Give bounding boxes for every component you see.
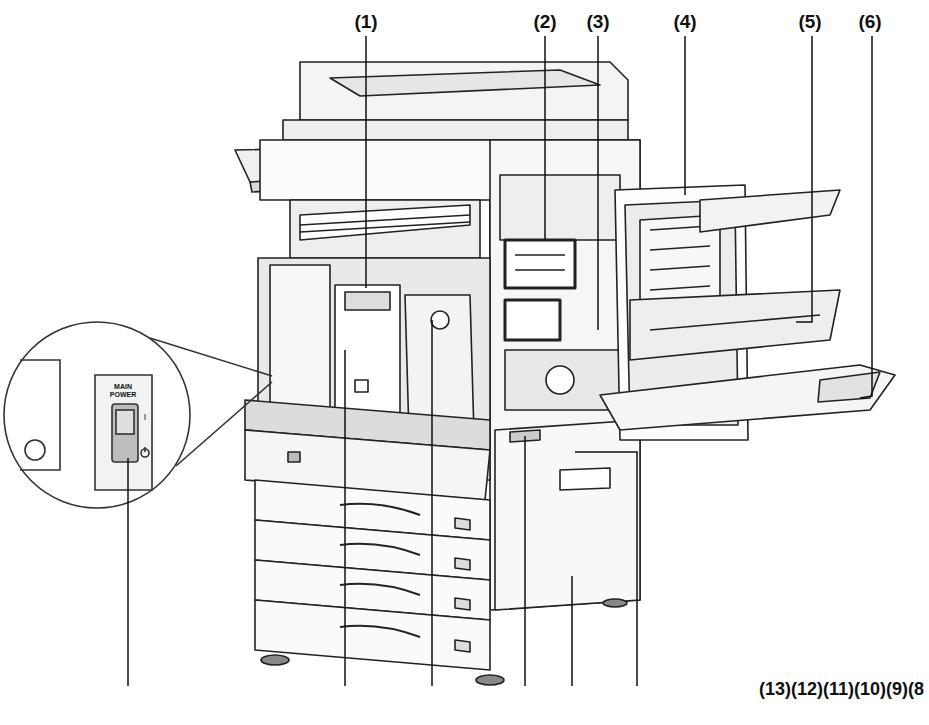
switch-mark: I [144, 413, 147, 423]
callout-number: (11) [823, 680, 854, 700]
callout-number: (8 [908, 680, 924, 700]
callout-number: (4) [673, 12, 696, 33]
switch-label: MAIN POWER [103, 383, 143, 398]
callout-number: (1) [354, 12, 377, 33]
callout-number: (13) [759, 680, 791, 700]
callout-number: (3) [586, 12, 609, 33]
callout-number: (5) [798, 12, 821, 33]
callout-number: (2) [533, 12, 556, 33]
callout-number: (6) [858, 12, 881, 33]
callout-number: (10) [854, 680, 886, 700]
callout-number: (12) [791, 680, 823, 700]
callout-number: (9) [886, 680, 908, 700]
